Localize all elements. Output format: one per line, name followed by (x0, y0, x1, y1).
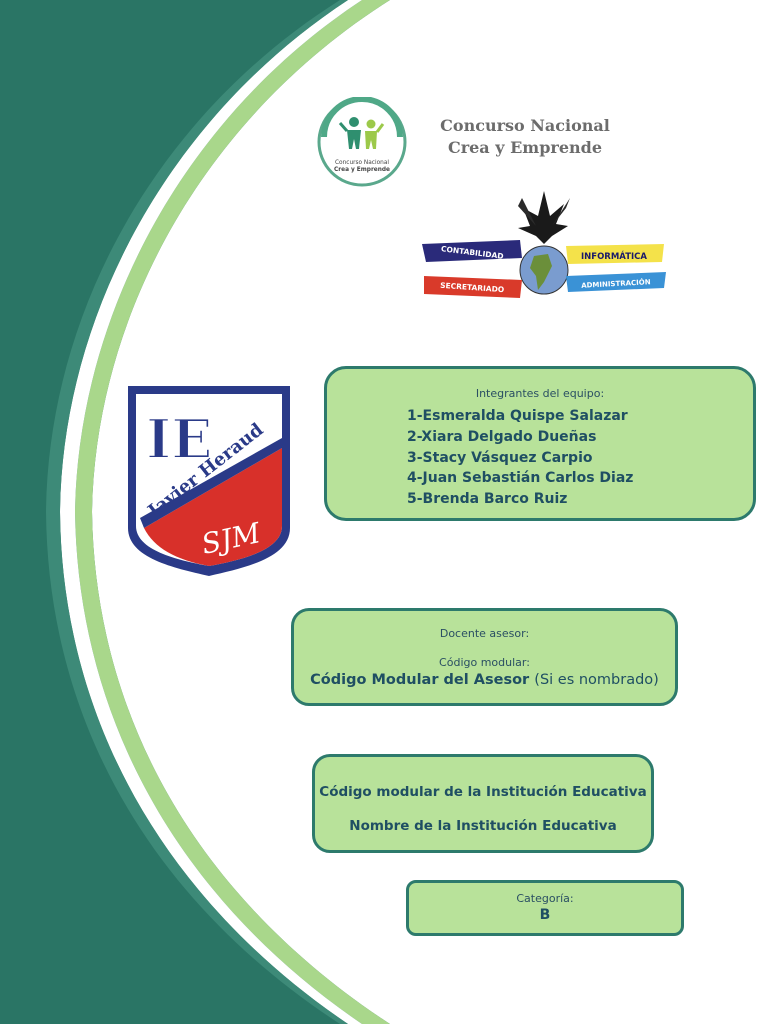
category-box: Categoría: B (406, 880, 684, 936)
contest-logo-caption-1: Concurso Nacional (335, 160, 389, 166)
advisor-box: Docente asesor: Código modular: Código M… (291, 608, 678, 706)
ribbon-secretariado: SECRETARIADO (440, 281, 505, 294)
advisor-code: Código Modular del Asesor (Si es nombrad… (294, 672, 675, 688)
advisor-label: Docente asesor: (439, 627, 530, 640)
institution-code: Código modular de la Institución Educati… (319, 784, 647, 800)
team-box: Integrantes del equipo: 1-Esmeralda Quis… (324, 366, 756, 521)
advisor-code-note: (Si es nombrado) (534, 672, 659, 688)
institution-name: Nombre de la Institución Educativa (349, 818, 617, 834)
contest-logo: Concurso Nacional Crea y Emprende (317, 97, 407, 187)
contest-title-line2: Crea y Emprende (447, 138, 603, 157)
ribbon-administracion: ADMINISTRACIÓN (581, 277, 651, 290)
contest-title: Concurso Nacional Crea y Emprende (420, 115, 630, 159)
team-member: 3-Stacy Vásquez Carpio (407, 449, 593, 466)
team-list: 1-Esmeralda Quispe Salazar 2-Xiara Delga… (407, 406, 753, 510)
contest-logo-caption-2: Crea y Emprende (334, 167, 390, 173)
category-label: Categoría: (516, 892, 574, 905)
team-heading: Integrantes del equipo: (475, 387, 605, 400)
crest-letters: IE (146, 407, 212, 471)
team-member: 4-Juan Sebastián Carlos Diaz (407, 470, 634, 487)
school-crest: IE Javier Heraud SJM (128, 386, 290, 576)
advisor-code-label: Código modular: (439, 656, 530, 669)
team-member: 2-Xiara Delgado Dueñas (407, 428, 597, 445)
team-member: 5-Brenda Barco Ruiz (407, 491, 568, 508)
team-member: 1-Esmeralda Quispe Salazar (407, 408, 628, 424)
ribbon-informatica: INFORMÁTICA (581, 250, 647, 262)
specialty-banner: CONTABILIDAD INFORMÁTICA SECRETARIADO AD… (422, 191, 666, 298)
eagle-icon (518, 191, 568, 244)
institution-box: Código modular de la Institución Educati… (312, 754, 654, 853)
advisor-code-value: Código Modular del Asesor (310, 672, 530, 688)
category-value: B (539, 907, 551, 923)
contest-title-line1: Concurso Nacional (440, 116, 610, 135)
